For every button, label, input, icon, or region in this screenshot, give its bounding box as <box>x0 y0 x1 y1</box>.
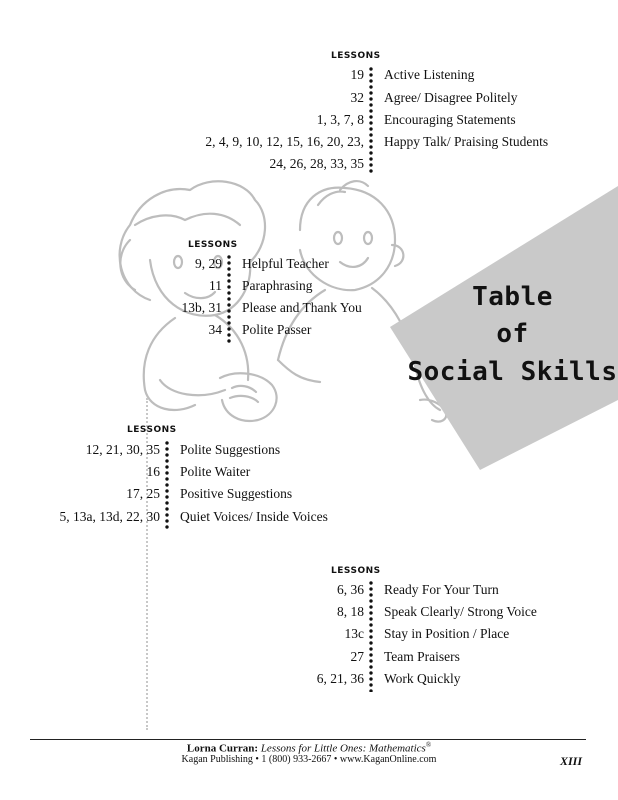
lesson-numbers: 9, 29 <box>195 256 222 271</box>
lesson-numbers: 6, 36 <box>337 582 364 597</box>
dotted-separator <box>165 440 169 530</box>
registered-mark: ® <box>425 741 432 749</box>
lesson-numbers: 1, 3, 7, 8 <box>316 112 364 127</box>
footer-publisher: Kagan Publishing • 1 (800) 933-2667 • ww… <box>181 754 437 765</box>
lesson-row: 17, 25 Positive Suggestions <box>0 483 618 505</box>
lesson-row: 24, 26, 28, 33, 35 <box>0 153 618 175</box>
skill-name: Stay in Position / Place <box>384 626 510 641</box>
lesson-row: 1, 3, 7, 8 Encouraging Statements <box>0 109 618 131</box>
title-line-3: Social Skills <box>407 357 618 387</box>
footer-citation: Lorna Curran: Lessons for Little Ones: M… <box>0 741 618 755</box>
footer-author: Lorna Curran: <box>186 742 259 755</box>
footer-rule <box>30 739 586 740</box>
lesson-row: 9, 29 Helpful Teacher <box>0 253 618 275</box>
title-line-1: Table <box>472 282 553 312</box>
skill-name: Team Praisers <box>384 649 460 664</box>
lesson-row: 11 Paraphrasing <box>0 275 618 297</box>
lesson-numbers: 27 <box>350 649 365 664</box>
skill-name: Positive Suggestions <box>180 486 293 501</box>
skill-name: Happy Talk/ Praising Students <box>384 134 549 149</box>
lesson-row: 13b, 31 Please and Thank You <box>0 297 618 319</box>
lesson-row: 5, 13a, 13d, 22, 30 Quiet Voices/ Inside… <box>0 506 618 528</box>
lesson-row: 19 Active Listening <box>0 64 618 86</box>
lessons-header: LESSONS <box>331 51 381 61</box>
lessons-header: LESSONS <box>127 425 177 435</box>
skill-name: Polite Passer <box>242 322 312 337</box>
lesson-numbers: 32 <box>350 90 365 105</box>
page-number: XIII <box>559 754 582 768</box>
lesson-numbers: 12, 21, 30, 35 <box>85 442 160 457</box>
dotted-separator <box>227 254 231 344</box>
skill-name: Please and Thank You <box>242 300 362 315</box>
lesson-row: 12, 21, 30, 35 Polite Suggestions <box>0 439 618 461</box>
skill-name: Helpful Teacher <box>242 256 329 271</box>
lesson-numbers: 34 <box>208 322 223 337</box>
lesson-numbers: 5, 13a, 13d, 22, 30 <box>59 509 161 524</box>
lesson-row: 6, 36 Ready For Your Turn <box>0 579 618 601</box>
dotted-guide-left <box>146 398 148 730</box>
skill-name: Speak Clearly/ Strong Voice <box>384 604 537 619</box>
page-title: Table of Social Skills <box>405 280 618 390</box>
lesson-numbers: 24, 26, 28, 33, 35 <box>269 156 365 171</box>
dotted-separator <box>369 580 373 692</box>
skill-name: Polite Suggestions <box>180 442 281 457</box>
skill-name: Agree/ Disagree Politely <box>384 90 518 105</box>
lesson-row: 27 Team Praisers <box>0 646 618 668</box>
lesson-numbers: 16 <box>146 464 161 479</box>
lesson-row: 34 Polite Passer <box>0 319 618 341</box>
lesson-row: 16 Polite Waiter <box>0 461 618 483</box>
lesson-numbers: 13b, 31 <box>181 300 223 315</box>
lesson-row: 6, 21, 36 Work Quickly <box>0 668 618 690</box>
lesson-numbers: 19 <box>350 67 365 82</box>
lesson-numbers: 2, 4, 9, 10, 12, 15, 16, 20, 23, <box>205 134 364 149</box>
lessons-header: LESSONS <box>331 566 381 576</box>
footer-book-title: Lessons for Little Ones: Mathematics <box>260 742 426 755</box>
lesson-row: 2, 4, 9, 10, 12, 15, 16, 20, 23, Happy T… <box>0 131 618 153</box>
lesson-row: 8, 18 Speak Clearly/ Strong Voice <box>0 601 618 623</box>
skill-name: Active Listening <box>384 67 475 82</box>
skill-name: Polite Waiter <box>180 464 251 479</box>
dotted-separator <box>369 66 373 174</box>
lesson-numbers: 11 <box>209 278 222 293</box>
lesson-row: 13c Stay in Position / Place <box>0 623 618 645</box>
lessons-header: LESSONS <box>188 240 238 250</box>
lesson-numbers: 8, 18 <box>337 604 364 619</box>
lesson-numbers: 6, 21, 36 <box>316 671 364 686</box>
lesson-numbers: 13c <box>344 626 365 641</box>
skill-name: Work Quickly <box>384 671 461 686</box>
lesson-numbers: 17, 25 <box>126 486 160 501</box>
skill-name: Ready For Your Turn <box>384 582 499 597</box>
title-line-2: of <box>496 319 529 349</box>
skill-name: Quiet Voices/ Inside Voices <box>180 509 328 524</box>
skill-name: Encouraging Statements <box>384 112 516 127</box>
skill-name: Paraphrasing <box>242 278 313 293</box>
lesson-row: 32 Agree/ Disagree Politely <box>0 87 618 109</box>
